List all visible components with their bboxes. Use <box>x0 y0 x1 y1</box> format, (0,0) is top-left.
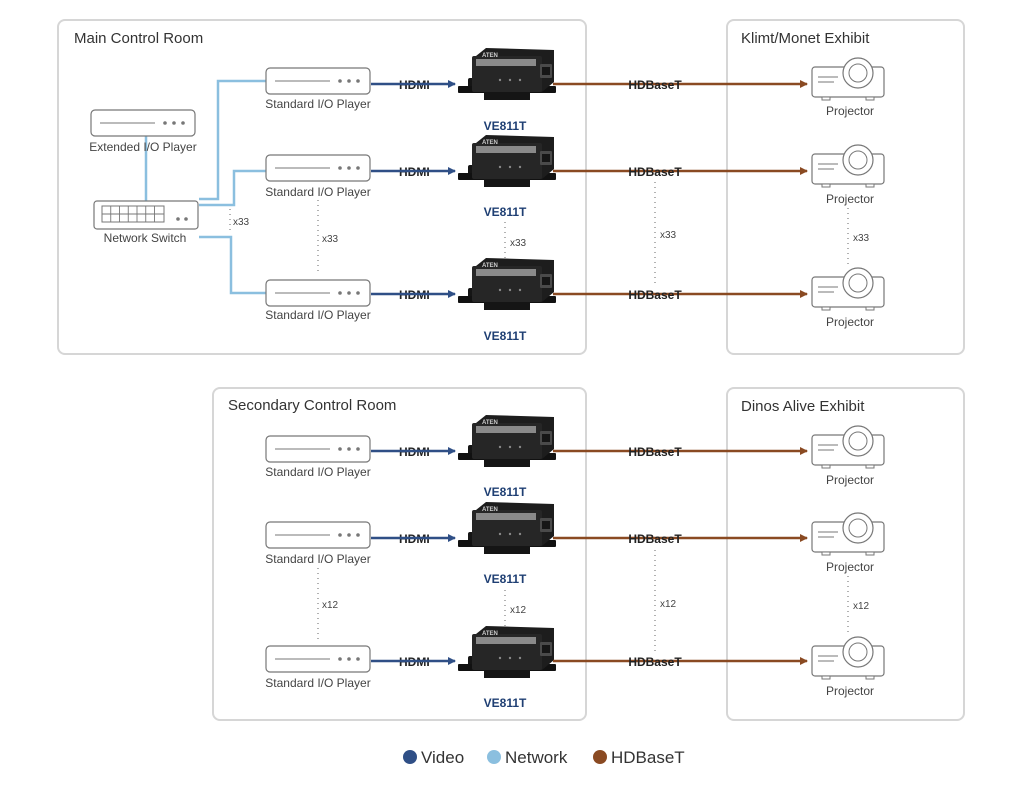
dinos-exhibit-title: Dinos Alive Exhibit <box>741 398 865 415</box>
hdbaset-count: x12 <box>660 599 677 610</box>
legend-hdbaset-label: HDBaseT <box>611 748 685 767</box>
projector-label: Projector <box>826 684 874 698</box>
extender-count: x33 <box>510 238 527 249</box>
projector-label: Projector <box>826 560 874 574</box>
ve811t-label: VE811T <box>484 119 527 133</box>
standard-io-player-label: Standard I/O Player <box>265 676 370 690</box>
projector-label: Projector <box>826 315 874 329</box>
projector-label: Projector <box>826 192 874 206</box>
network-link-player-2 <box>199 169 267 207</box>
main-control-room-title: Main Control Room <box>74 30 203 47</box>
extended-io-player-label: Extended I/O Player <box>89 140 196 154</box>
player-count: x33 <box>322 234 339 245</box>
ve811t-label: VE811T <box>484 696 527 710</box>
extender-count: x12 <box>510 605 527 616</box>
switch-count: x33 <box>233 217 250 228</box>
player-count: x12 <box>322 600 339 611</box>
main-control-room-panel <box>57 19 587 355</box>
projector-count: x12 <box>853 601 870 612</box>
standard-io-player-label: Standard I/O Player <box>265 465 370 479</box>
hdbaset-count: x33 <box>660 230 677 241</box>
standard-io-player <box>265 645 371 673</box>
legend-network-label: Network <box>505 748 568 767</box>
network-switch <box>93 200 199 230</box>
standard-io-player <box>265 154 371 182</box>
network-switch-label: Network Switch <box>104 231 187 245</box>
legend: Video Network HDBaseT <box>403 748 685 767</box>
projector-count: x33 <box>853 233 870 244</box>
ve811t-label: VE811T <box>484 205 527 219</box>
hdbaset-label: HDBaseT <box>628 655 682 669</box>
hdbaset-label: HDBaseT <box>628 288 682 302</box>
standard-io-player-label: Standard I/O Player <box>265 97 370 111</box>
network-link-player-1 <box>199 79 267 201</box>
klimt-exhibit-title: Klimt/Monet Exhibit <box>741 30 870 47</box>
legend-network-swatch <box>487 750 501 764</box>
standard-io-player-label: Standard I/O Player <box>265 308 370 322</box>
standard-io-player <box>265 521 371 549</box>
network-link-player-3 <box>199 235 267 295</box>
hdbaset-label: HDBaseT <box>628 445 682 459</box>
legend-video-label: Video <box>421 748 464 767</box>
ve811t-label: VE811T <box>484 572 527 586</box>
hdbaset-label: HDBaseT <box>628 532 682 546</box>
projector-label: Projector <box>826 104 874 118</box>
legend-hdbaset-swatch <box>593 750 607 764</box>
standard-io-player <box>265 67 371 95</box>
hdbaset-label: HDBaseT <box>628 165 682 179</box>
legend-video-swatch <box>403 750 417 764</box>
hdbaset-label: HDBaseT <box>628 78 682 92</box>
ve811t-label: VE811T <box>484 329 527 343</box>
projector-label: Projector <box>826 473 874 487</box>
extended-io-player <box>90 109 196 137</box>
standard-io-player <box>265 279 371 307</box>
secondary-control-room-title: Secondary Control Room <box>228 397 396 414</box>
ve811t-label: VE811T <box>484 485 527 499</box>
standard-io-player <box>265 435 371 463</box>
standard-io-player-label: Standard I/O Player <box>265 185 370 199</box>
klimt-exhibit-panel <box>726 19 965 355</box>
network-links <box>144 79 267 295</box>
standard-io-player-label: Standard I/O Player <box>265 552 370 566</box>
dinos-exhibit-panel <box>726 387 965 721</box>
